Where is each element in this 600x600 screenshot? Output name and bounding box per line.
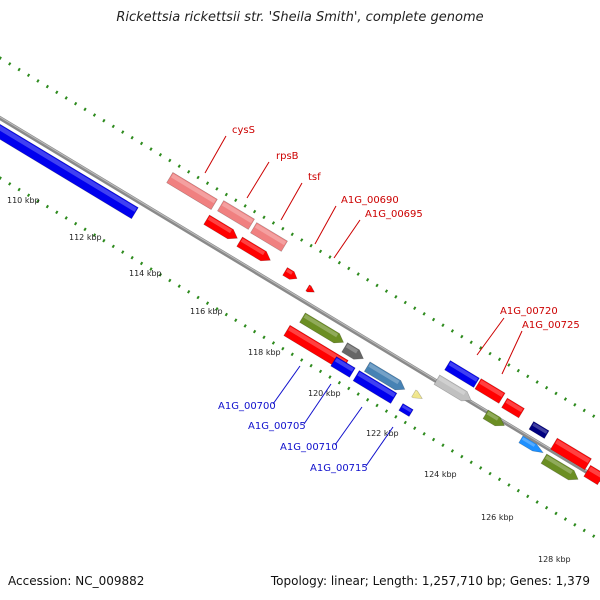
feature-tsf-cds	[282, 267, 298, 280]
feature-a1g00720-cds	[474, 378, 506, 404]
feature-a1g00715-feature	[411, 389, 423, 399]
feature-a1g00705-cds	[352, 370, 398, 404]
ruler-tick-label: 110 kbp	[7, 196, 40, 205]
reverse-gene-label: A1G_00715	[310, 463, 368, 474]
reverse-gene-leader-line	[334, 406, 363, 446]
feature-tsf-feature	[250, 222, 288, 252]
feature-right-red	[583, 464, 600, 486]
genome-summary-text: Topology: linear; Length: 1,257,710 bp; …	[270, 574, 590, 588]
feature-layer	[0, 116, 600, 486]
genome-backbone-highlight	[0, 116, 600, 480]
gene-labels: cysS rpsB tsfA1G_00690A1G_00695A1G_00720A1…	[204, 125, 580, 474]
ruler-tick-label: 128 kbp	[538, 555, 571, 564]
feature-small-skyblue	[518, 435, 544, 454]
upper-dotted-guide-line	[0, 56, 600, 422]
genome-backbone	[0, 115, 600, 483]
feature-cysS-cds	[203, 214, 238, 240]
forward-gene-label: A1G_00690	[341, 195, 399, 206]
forward-gene-label: tsf	[308, 172, 321, 183]
feature-cysS-feature	[166, 172, 218, 210]
forward-gene-leader-line	[246, 161, 270, 199]
ruler-tick-label: 116 kbp	[190, 307, 223, 316]
reverse-gene-label: A1G_00705	[248, 421, 306, 432]
upper-dotted-guide	[0, 56, 600, 422]
forward-gene-label: A1G_00720	[500, 306, 558, 317]
feature-a1g00705-feature	[341, 342, 364, 360]
forward-gene-leader-line	[501, 330, 523, 375]
ruler-tick-label: 114 kbp	[129, 269, 162, 278]
forward-gene-label: A1G_00695	[365, 209, 423, 220]
reverse-gene-label: A1G_00700	[218, 401, 276, 412]
feature-small-red-arrows	[550, 437, 592, 471]
forward-gene-label: A1G_00725	[522, 320, 580, 331]
forward-gene-leader-line	[314, 205, 337, 245]
reverse-gene-leader-line	[303, 383, 332, 425]
ruler-tick-label: 112 kbp	[69, 233, 102, 242]
feature-blue-left	[0, 116, 139, 220]
map-title: Rickettsia rickettsii str. 'Sheila Smith…	[116, 10, 484, 25]
reverse-gene-label: A1G_00710	[280, 442, 338, 453]
ruler-tick-label: 122 kbp	[366, 429, 399, 438]
reverse-gene-leader-line	[272, 365, 301, 405]
forward-gene-leader-line	[476, 317, 505, 356]
feature-a1g00690-cds	[305, 284, 315, 293]
reverse-gene-leader-line	[365, 426, 394, 467]
feature-rpsB-feature	[217, 200, 255, 230]
forward-gene-label: rpsB	[276, 151, 299, 162]
lower-dotted-guide-line	[0, 176, 600, 542]
feature-a1g00700-feature	[299, 312, 345, 344]
feature-a1g00715-cds	[444, 360, 480, 388]
forward-gene-leader-line	[204, 135, 227, 174]
feature-right-olive	[540, 453, 579, 481]
forward-gene-label: cysS	[232, 125, 255, 136]
feature-a1g00725-cds	[501, 397, 525, 419]
feature-rpsB-cds	[236, 236, 271, 262]
ruler-tick-label: 126 kbp	[481, 513, 514, 522]
ruler-tick-label: 118 kbp	[248, 348, 281, 357]
forward-gene-leader-line	[280, 182, 303, 221]
forward-gene-leader-line	[333, 219, 361, 259]
feature-a1g00725-feature	[482, 409, 505, 427]
accession-text: Accession: NC_009882	[8, 574, 145, 588]
feature-a1g00720-feature	[433, 374, 472, 402]
feature-a1g00700-cds	[330, 356, 356, 378]
feature-a1g00710-cds	[398, 403, 414, 417]
lower-dotted-guide	[0, 176, 600, 542]
feature-navy-right	[528, 421, 550, 439]
ruler-tick-label: 124 kbp	[424, 470, 457, 479]
feature-a1g00710-feature	[363, 361, 406, 391]
